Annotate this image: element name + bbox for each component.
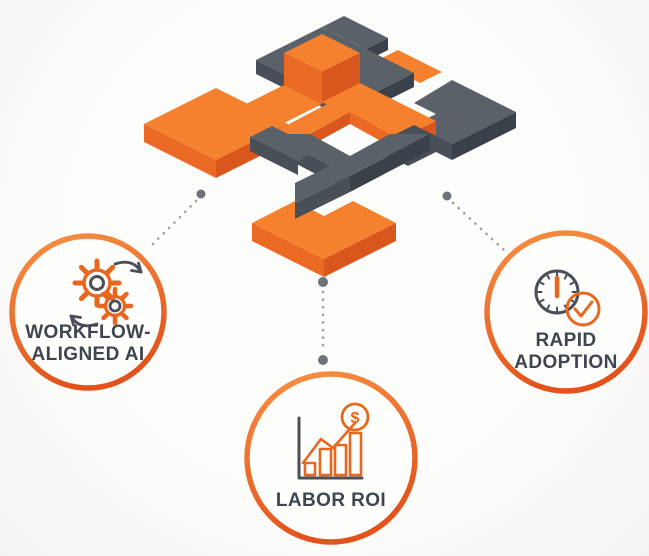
node-rapid-adoption: RAPID ADOPTION [484, 230, 648, 394]
frame-lower-bands [270, 134, 430, 176]
connector-right-origin-dot [442, 191, 452, 201]
adoption-label-line1: RAPID [535, 330, 596, 351]
ring-upper-bands [270, 92, 430, 134]
node-workflow-aligned-ai: WORKFLOW- ALIGNED AI [9, 233, 167, 391]
connector-center-end-dot [318, 355, 328, 365]
gray-tab-top-face [295, 156, 350, 203]
frame-right-side [350, 134, 430, 192]
connector-left-dotted-line [147, 199, 198, 250]
frame-left-arm-side [250, 137, 298, 175]
clock-check-icon [534, 269, 601, 327]
gray-tab-front-side [295, 176, 350, 219]
ring-inner-left-face [310, 112, 350, 146]
gears-sync-icon [69, 258, 143, 328]
labor-label: LABOR ROI [276, 490, 386, 511]
dollar-sign: $ [351, 410, 360, 427]
top-plate-tab-face [322, 16, 388, 49]
front-plate-right-side [324, 223, 396, 277]
front-plate-top-face [252, 201, 396, 259]
ring-inner-right-face [350, 112, 390, 146]
puzzle-orange-ring [270, 92, 430, 146]
puzzle-gray-tab [295, 156, 350, 219]
connector-right-dotted-line [451, 201, 506, 252]
cube-left-side [284, 53, 322, 104]
puzzle-orange-cube [284, 34, 360, 104]
left-plate-left-side [144, 124, 216, 178]
connector-center-origin-dot [318, 277, 328, 287]
front-plate-left-side [252, 223, 324, 277]
workflow-node-circle [9, 233, 167, 391]
adoption-label-line2: ADOPTION [514, 352, 617, 373]
frame-left-arm-over-orange [250, 126, 320, 161]
connectors [147, 189, 506, 365]
cube-right-side [322, 53, 360, 104]
growth-chart-dollar-icon: $ [297, 402, 370, 480]
right-plate-top-face [414, 80, 516, 144]
orange-back-arm-stub [376, 50, 442, 83]
node-labor-roi: $ LABOR ROI [244, 371, 418, 545]
workflow-label-line2: ALIGNED AI [31, 344, 144, 365]
puzzle-graphic [144, 16, 516, 277]
right-plate-right-side [452, 112, 516, 160]
check-circle [565, 291, 601, 327]
puzzle-front-orange-plate [252, 201, 396, 277]
workflow-label-line1: WORKFLOW- [25, 322, 151, 343]
connector-left-origin-dot [196, 189, 206, 199]
